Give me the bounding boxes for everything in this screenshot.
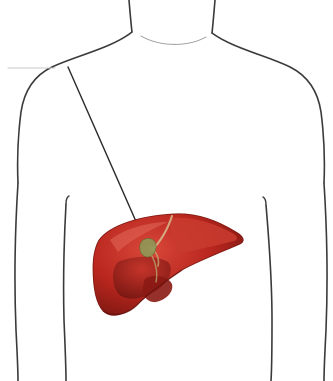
- left-arm-outer-outline: [15, 183, 18, 381]
- neck-right-outline: [212, 0, 215, 33]
- gallbladder: [140, 238, 156, 257]
- left-torso-side-outline: [64, 204, 66, 381]
- left-shoulder-outline: [18, 32, 132, 183]
- right-shoulder-outline: [212, 33, 324, 183]
- left-armpit-outline: [66, 196, 69, 204]
- neck-left-outline: [129, 0, 132, 32]
- right-armpit-outline: [263, 197, 266, 205]
- collarbone-line: [141, 36, 206, 44]
- right-torso-side-outline: [266, 205, 272, 381]
- liver-illustration: [93, 214, 243, 316]
- right-arm-outer-outline: [324, 183, 327, 381]
- pointer-line: [68, 67, 138, 226]
